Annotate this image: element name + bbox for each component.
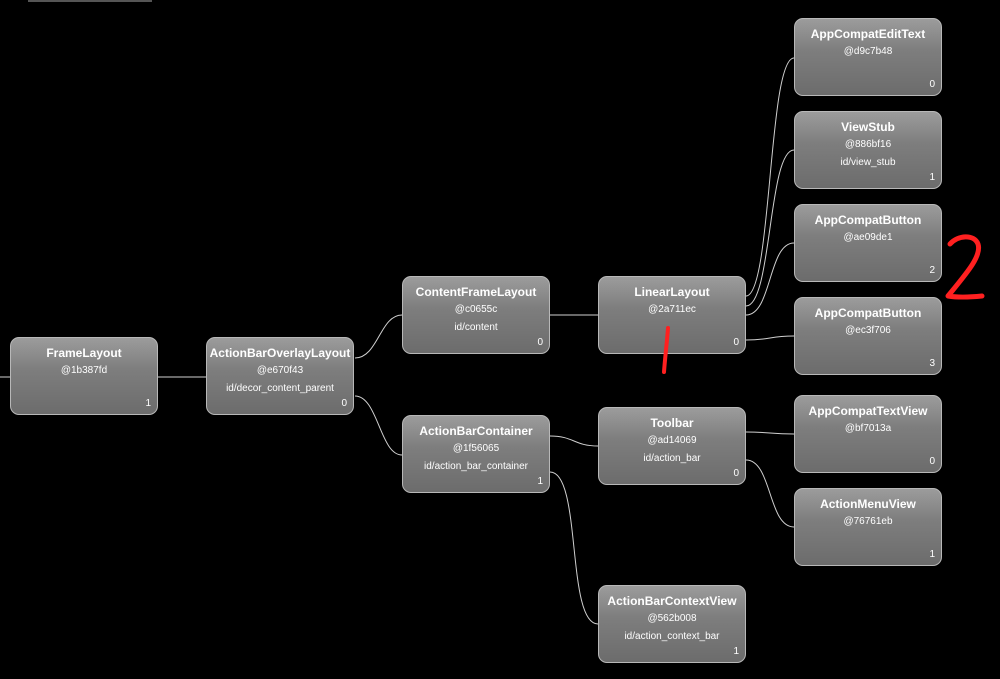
annotation-mark-one (662, 326, 670, 374)
node-appcompattextview[interactable]: AppCompatTextView @bf7013a 0 (794, 395, 942, 473)
edge-toolbar-textview (745, 431, 795, 435)
node-resource-id: id/decor_content_parent (226, 383, 334, 394)
node-resource-id: id/content (454, 322, 498, 333)
node-linearlayout[interactable]: LinearLayout @2a711ec 0 (598, 276, 746, 354)
edge-linearlayout-viewstub (745, 149, 795, 307)
node-index: 0 (341, 398, 347, 409)
node-resource-id: id/action_context_bar (624, 631, 720, 642)
node-name: AppCompatButton (814, 213, 922, 227)
edge-linearlayout-edittext (745, 57, 795, 297)
node-appcompatbutton-2[interactable]: AppCompatButton @ae09de1 2 (794, 204, 942, 282)
node-hash: @bf7013a (844, 423, 892, 434)
node-index: 0 (537, 337, 543, 348)
node-actionbarcontextview[interactable]: ActionBarContextView @562b008 id/action_… (598, 585, 746, 663)
node-name: FrameLayout (46, 346, 122, 360)
node-index: 1 (929, 549, 935, 560)
annotation-mark-two (945, 234, 985, 300)
edge-overlay-contentframe (354, 314, 403, 359)
node-index: 0 (733, 468, 739, 479)
node-resource-id: id/view_stub (840, 157, 896, 168)
node-name: ContentFrameLayout (415, 285, 537, 299)
node-framelayout[interactable]: FrameLayout @1b387fd 1 (10, 337, 158, 415)
edge-actionbarcontainer-toolbar (549, 435, 599, 447)
node-appcompatbutton-3[interactable]: AppCompatButton @ec3f706 3 (794, 297, 942, 375)
node-hash: @e670f43 (256, 365, 304, 376)
edge-actionbarcontainer-contextview (549, 471, 599, 625)
node-contentframelayout[interactable]: ContentFrameLayout @c0655c id/content 0 (402, 276, 550, 354)
node-hash: @ae09de1 (843, 232, 893, 243)
edge-linearlayout-button-3 (745, 335, 795, 341)
node-hash: @886bf16 (844, 139, 892, 150)
node-hash: @ad14069 (647, 435, 697, 446)
node-hash: @c0655c (454, 304, 498, 315)
node-name: AppCompatEditText (810, 27, 926, 41)
node-index: 1 (145, 398, 151, 409)
node-index: 0 (929, 456, 935, 467)
node-name: Toolbar (650, 416, 694, 430)
node-name: ActionBarContextView (607, 594, 737, 608)
node-index: 0 (929, 79, 935, 90)
node-index: 0 (733, 337, 739, 348)
node-actionbarcontainer[interactable]: ActionBarContainer @1f56065 id/action_ba… (402, 415, 550, 493)
node-hash: @1b387fd (60, 365, 108, 376)
node-name: AppCompatButton (814, 306, 922, 320)
edge-overlay-actionbarcontainer (354, 395, 403, 456)
node-index: 2 (929, 265, 935, 276)
node-index: 1 (733, 646, 739, 657)
node-name: ActionBarOverlayLayout (209, 346, 351, 360)
edge-toolbar-menuview (745, 459, 795, 528)
node-index: 3 (929, 358, 935, 369)
node-viewstub[interactable]: ViewStub @886bf16 id/view_stub 1 (794, 111, 942, 189)
node-hash: @76761eb (843, 516, 893, 527)
node-resource-id: id/action_bar_container (424, 461, 528, 472)
edge-linearlayout-button-2 (745, 242, 795, 316)
window-edge-strip (28, 0, 152, 2)
node-hash: @1f56065 (452, 443, 500, 454)
node-appcompatedittext[interactable]: AppCompatEditText @d9c7b48 0 (794, 18, 942, 96)
node-name: ViewStub (841, 120, 895, 134)
node-index: 1 (929, 172, 935, 183)
node-hash: @562b008 (647, 613, 697, 624)
node-actionbaroverlaylayout[interactable]: ActionBarOverlayLayout @e670f43 id/decor… (206, 337, 354, 415)
node-name: LinearLayout (634, 285, 710, 299)
node-name: AppCompatTextView (808, 404, 928, 418)
node-resource-id: id/action_bar (643, 453, 701, 464)
node-actionmenuview[interactable]: ActionMenuView @76761eb 1 (794, 488, 942, 566)
node-hash: @ec3f706 (845, 325, 891, 336)
node-name: ActionMenuView (820, 497, 916, 511)
node-name: ActionBarContainer (419, 424, 533, 438)
node-toolbar[interactable]: Toolbar @ad14069 id/action_bar 0 (598, 407, 746, 485)
node-hash: @d9c7b48 (843, 46, 893, 57)
node-hash: @2a711ec (648, 304, 696, 315)
node-index: 1 (537, 476, 543, 487)
